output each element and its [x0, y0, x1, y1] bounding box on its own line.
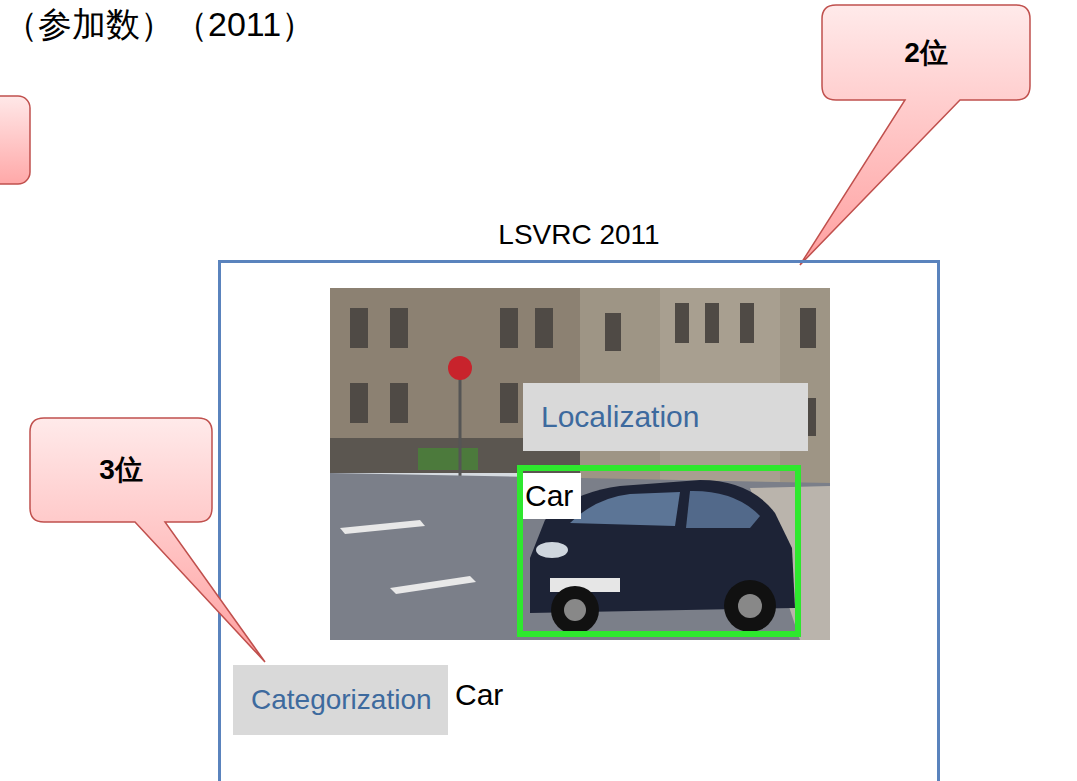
callout-box: 2位	[822, 5, 1030, 100]
class-label: Car	[455, 678, 503, 712]
node-text: 3位	[99, 451, 143, 489]
node-text: Categorization	[251, 684, 432, 716]
street-photo	[330, 288, 830, 640]
plants	[418, 448, 478, 470]
node-text: Car	[523, 473, 581, 519]
callout-box: 3位	[30, 418, 212, 522]
task-label: Categorization	[233, 665, 448, 735]
cut-callout	[0, 96, 30, 184]
stop-sign	[448, 356, 472, 380]
callout-outline	[800, 5, 1030, 265]
frame-heading: LSVRC 2011	[221, 219, 937, 251]
node-text: 2位	[904, 34, 948, 72]
road	[330, 473, 830, 640]
challenge-frame: LSVRC 2011LocalizationCarCategorization	[218, 260, 940, 781]
callout-outline	[30, 418, 265, 662]
node-text: Localization	[541, 400, 699, 434]
lane-mark	[340, 520, 425, 534]
bounding-box: Car	[517, 465, 801, 637]
task-label: Localization	[523, 383, 808, 451]
title: （参加数）（2011）	[4, 2, 315, 48]
sign-pole	[459, 368, 462, 478]
sky	[330, 288, 830, 640]
lane-mark	[390, 576, 476, 594]
node-text: LSVRC 2011	[498, 219, 659, 250]
